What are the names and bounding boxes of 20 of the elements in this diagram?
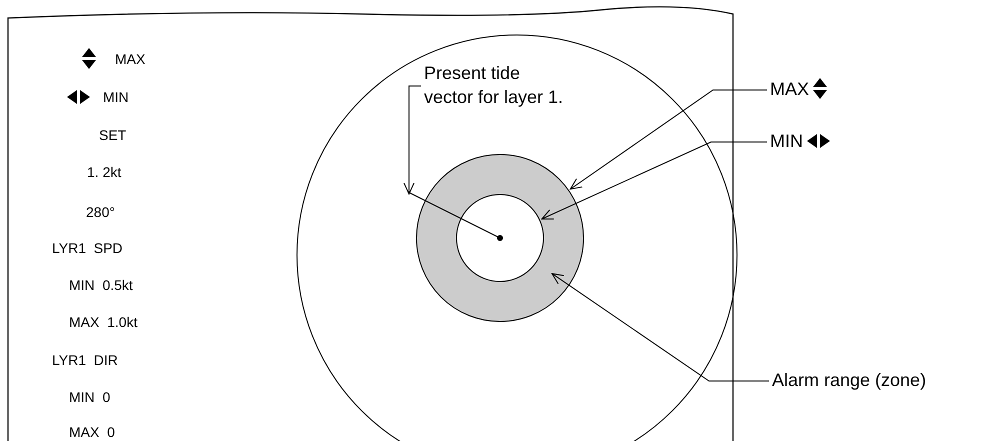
screen-text: MAX 1.0kt xyxy=(69,313,138,331)
leader-line xyxy=(552,273,770,382)
screen-text: LYR1 DIR xyxy=(52,351,118,369)
screen-text: LYR1 SPD xyxy=(52,239,123,257)
callout-text: MIN xyxy=(770,130,803,153)
screen-text: 280° xyxy=(86,203,115,221)
leader-line xyxy=(570,90,768,190)
callout-text: Present tide vector for layer 1. xyxy=(424,62,564,109)
callout-text: Alarm range (zone) xyxy=(772,369,926,392)
screen-text: 1. 2kt xyxy=(87,163,122,181)
leader-line xyxy=(541,142,768,220)
leader-line xyxy=(404,86,422,194)
tide-vector xyxy=(408,192,503,241)
screen-text: MIN xyxy=(103,88,129,106)
callout-text: MAX xyxy=(770,78,810,101)
screen-text: MAX xyxy=(115,50,146,68)
screen-text: MIN 0.5kt xyxy=(69,276,133,294)
screen-text: SET xyxy=(99,126,126,144)
screen-text: MAX 0 xyxy=(69,423,115,441)
screen-text: MIN 0 xyxy=(69,388,110,406)
